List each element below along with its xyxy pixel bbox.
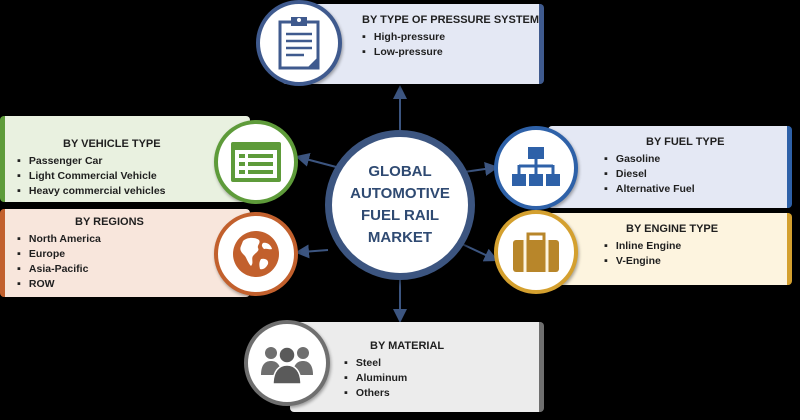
segment-fuel-icon-circle xyxy=(494,126,578,210)
clipboard-icon xyxy=(278,17,320,70)
list-item: Diesel xyxy=(604,167,695,182)
segment-regions-icon-circle xyxy=(214,212,298,296)
segment-vehicle-box: BY VEHICLE TYPE Passenger Car Light Comm… xyxy=(0,116,250,202)
list-item: Asia-Pacific xyxy=(17,262,101,277)
segment-fuel-box: BY FUEL TYPE Gasoline Diesel Alternative… xyxy=(548,126,792,208)
connector-engine xyxy=(461,243,499,262)
center-market-circle: GLOBAL AUTOMOTIVE FUEL RAIL MARKET xyxy=(325,130,475,280)
segment-regions-box: BY REGIONS North America Europe Asia-Pac… xyxy=(0,209,250,297)
list-item: Inline Engine xyxy=(604,239,681,254)
briefcase-icon xyxy=(513,232,559,272)
list-item: Passenger Car xyxy=(17,154,166,169)
hierarchy-icon xyxy=(512,147,560,186)
list-item: High-pressure xyxy=(362,30,445,45)
segment-vehicle-icon-circle xyxy=(214,120,298,204)
globe-icon xyxy=(233,231,279,277)
segment-vehicle-list: Passenger Car Light Commercial Vehicle H… xyxy=(17,154,166,199)
connector-regions xyxy=(295,244,329,259)
list-item: Europe xyxy=(17,247,101,262)
list-item: Gasoline xyxy=(604,152,695,167)
list-item: Low-pressure xyxy=(362,45,445,60)
segment-regions-title: BY REGIONS xyxy=(75,216,144,228)
segment-pressure-list: High-pressure Low-pressure xyxy=(362,30,445,60)
segment-vehicle-title: BY VEHICLE TYPE xyxy=(63,138,161,150)
list-window-icon xyxy=(231,142,281,182)
center-market-title: GLOBAL AUTOMOTIVE FUEL RAIL MARKET xyxy=(350,163,450,246)
connector-vehicle xyxy=(295,153,341,169)
segment-engine-icon-circle xyxy=(494,210,578,294)
list-item: ROW xyxy=(17,277,101,292)
list-item: Others xyxy=(344,386,407,401)
segment-material-title: BY MATERIAL xyxy=(370,340,445,352)
segment-engine-title: BY ENGINE TYPE xyxy=(626,223,719,235)
people-group-icon xyxy=(261,346,313,385)
segment-material-box: BY MATERIAL Steel Aluminum Others xyxy=(290,322,544,412)
segment-fuel-list: Gasoline Diesel Alternative Fuel xyxy=(604,152,695,197)
list-item: North America xyxy=(17,232,101,247)
segment-regions-list: North America Europe Asia-Pacific ROW xyxy=(17,232,101,292)
list-item: V-Engine xyxy=(604,254,681,269)
list-item: Aluminum xyxy=(344,371,407,386)
segment-material-icon-circle xyxy=(244,320,330,406)
segment-pressure-title: BY TYPE OF PRESSURE SYSTEM xyxy=(362,14,540,26)
connector-fuel xyxy=(463,162,499,176)
list-item: Steel xyxy=(344,356,407,371)
list-item: Alternative Fuel xyxy=(604,182,695,197)
segment-engine-box: BY ENGINE TYPE Inline Engine V-Engine xyxy=(548,213,792,285)
segment-material-list: Steel Aluminum Others xyxy=(344,356,407,401)
segment-engine-list: Inline Engine V-Engine xyxy=(604,239,681,269)
segment-pressure-icon-circle xyxy=(256,0,342,86)
list-item: Light Commercial Vehicle xyxy=(17,169,166,184)
list-item: Heavy commercial vehicles xyxy=(17,184,166,199)
segment-fuel-title: BY FUEL TYPE xyxy=(646,136,725,148)
